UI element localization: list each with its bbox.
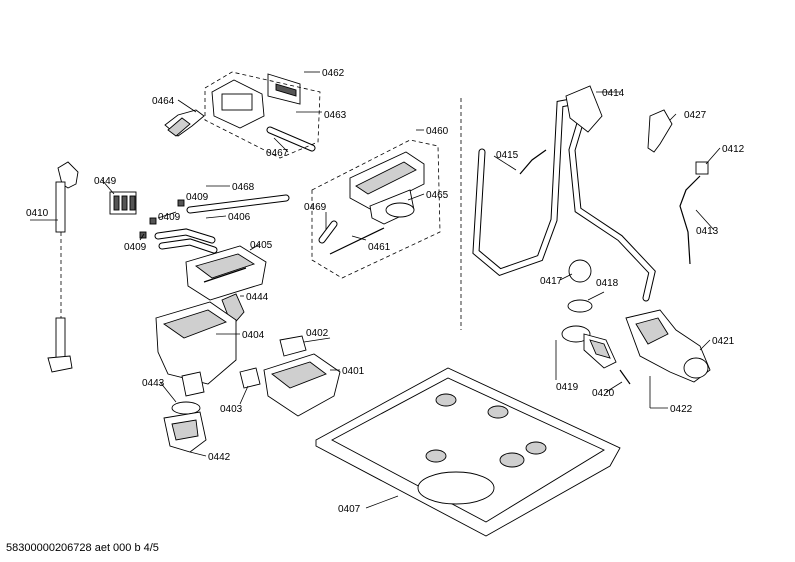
label-0422[interactable]: 0422 [670, 404, 693, 415]
label-0469[interactable]: 0469 [304, 202, 327, 213]
label-0419[interactable]: 0419 [556, 382, 579, 393]
group-outline-0460 [311, 139, 441, 279]
label-0444[interactable]: 0444 [246, 292, 269, 303]
label-0406[interactable]: 0406 [228, 212, 251, 223]
part-0442-bellows[interactable] [163, 411, 207, 453]
part-0413-wire[interactable] [679, 175, 701, 265]
label-0401[interactable]: 0401 [342, 366, 365, 377]
part-0405-drawer-frame[interactable] [185, 245, 267, 301]
part-0419-pump-housing[interactable] [561, 325, 617, 369]
group-outline-0462 [204, 71, 321, 159]
label-0442[interactable]: 0442 [208, 452, 231, 463]
label-0409-top[interactable]: 0409 [186, 192, 209, 203]
part-0407-base-frame[interactable] [315, 367, 621, 537]
part-0410-inlet-hose[interactable] [47, 161, 79, 373]
label-0402[interactable]: 0402 [306, 328, 329, 339]
label-0464[interactable]: 0464 [152, 96, 175, 107]
part-0443-clamp[interactable] [171, 401, 201, 415]
part-labels: 0462 0464 0463 0467 0460 0465 0469 0461 … [26, 68, 745, 515]
label-0405[interactable]: 0405 [250, 240, 273, 251]
label-0465[interactable]: 0465 [426, 190, 449, 201]
label-0420[interactable]: 0420 [592, 388, 615, 399]
part-0468-hose[interactable] [186, 194, 290, 214]
label-0412[interactable]: 0412 [722, 144, 745, 155]
part-0462-cover-group[interactable] [211, 73, 301, 129]
label-0418[interactable]: 0418 [596, 278, 619, 289]
label-0449[interactable]: 0449 [94, 176, 117, 187]
label-0467[interactable]: 0467 [266, 148, 289, 159]
label-0415[interactable]: 0415 [496, 150, 519, 161]
part-0404-dispenser-housing[interactable] [155, 301, 237, 397]
label-0427[interactable]: 0427 [684, 110, 707, 121]
part-0412-sensor[interactable] [695, 161, 709, 175]
label-0409-mid[interactable]: 0409 [158, 212, 181, 223]
part-0467-hose[interactable] [266, 126, 316, 152]
leader-lines [30, 71, 721, 509]
label-0421[interactable]: 0421 [712, 336, 735, 347]
part-0461-heater-rod[interactable] [329, 227, 385, 255]
part-0417-ring[interactable] [568, 259, 592, 283]
label-0443[interactable]: 0443 [142, 378, 165, 389]
part-0465-seal[interactable] [385, 202, 415, 218]
label-0404[interactable]: 0404 [242, 330, 265, 341]
part-0420-sensor[interactable] [619, 369, 631, 385]
label-0403[interactable]: 0403 [220, 404, 243, 415]
part-0403-siphon[interactable] [239, 367, 261, 389]
label-0407[interactable]: 0407 [338, 504, 361, 515]
part-0449-valve[interactable] [109, 191, 137, 215]
label-0461[interactable]: 0461 [368, 242, 391, 253]
part-0469-hose[interactable] [318, 220, 338, 244]
label-0468[interactable]: 0468 [232, 182, 255, 193]
label-0462[interactable]: 0462 [322, 68, 345, 79]
label-0414[interactable]: 0414 [602, 88, 625, 99]
part-0414-drain-hose[interactable] [472, 85, 656, 302]
label-0463[interactable]: 0463 [324, 110, 347, 121]
part-0402-clip[interactable] [279, 335, 307, 357]
label-0417[interactable]: 0417 [540, 276, 563, 287]
part-0427-bracket[interactable] [647, 109, 673, 153]
part-0406-hoses[interactable] [154, 228, 218, 254]
label-0410[interactable]: 0410 [26, 208, 49, 219]
part-0418-clamp[interactable] [567, 299, 593, 313]
part-0464-bellows[interactable] [164, 109, 205, 137]
part-0415-hook[interactable] [519, 149, 547, 175]
part-0421-pump[interactable] [625, 309, 711, 383]
label-0460[interactable]: 0460 [426, 126, 449, 137]
document-id-footer: 58300000206728 aet 000 b 4/5 [6, 542, 159, 554]
label-0409-low[interactable]: 0409 [124, 242, 147, 253]
part-0401-drawer-handle[interactable] [263, 353, 341, 417]
label-0413[interactable]: 0413 [696, 226, 719, 237]
